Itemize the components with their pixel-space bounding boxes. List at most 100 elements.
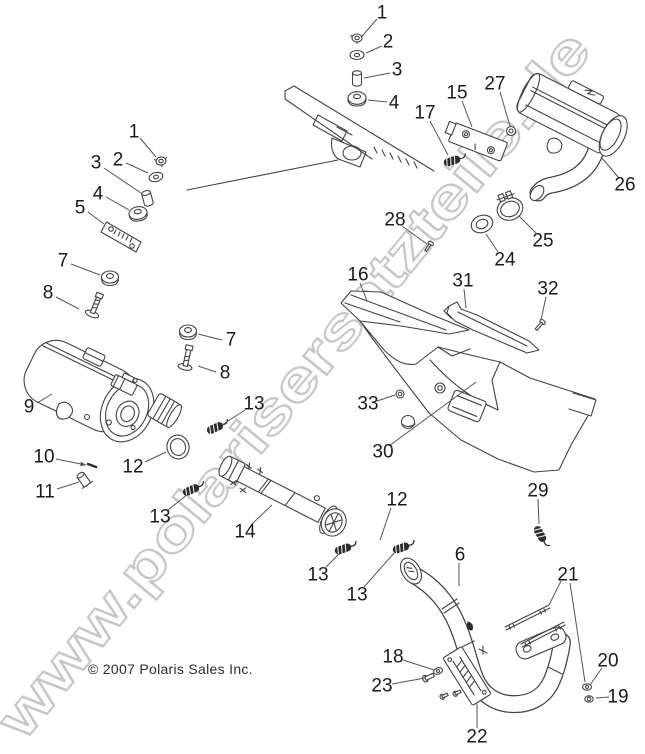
leader-line-5: [87, 211, 105, 225]
leader-line-7: [70, 263, 101, 276]
callout-1: 1: [129, 122, 140, 143]
plug-30: [400, 414, 416, 430]
leader-line-28: [401, 225, 428, 245]
leader-line-8: [197, 365, 217, 373]
callout-6: 6: [455, 545, 466, 566]
leader-line-18: [402, 659, 435, 671]
leader-line-9: [36, 393, 53, 404]
callout-20: 20: [597, 651, 618, 672]
leader-line-3: [363, 72, 391, 79]
callout-14: 14: [234, 522, 256, 543]
callout-2: 2: [113, 150, 124, 171]
callout-4: 4: [389, 93, 400, 114]
left-mount-hardware: [84, 155, 169, 319]
bolt-8b: [177, 344, 194, 371]
callout-17: 17: [414, 103, 435, 124]
pin-10: [86, 462, 98, 469]
leader-line-30: [388, 381, 477, 447]
leader-line-25: [518, 215, 537, 234]
callout-23: 23: [371, 676, 392, 697]
callout-33: 33: [357, 394, 378, 415]
callout-12: 12: [386, 490, 407, 511]
callout-32: 32: [537, 279, 558, 300]
leader-line-33: [376, 394, 396, 402]
callout-13: 13: [243, 394, 264, 415]
clamp-25: [496, 190, 524, 221]
leader-line-3: [103, 167, 142, 194]
callout-27: 27: [484, 74, 505, 95]
screw-28: [424, 240, 434, 253]
leader-line-7: [197, 333, 223, 341]
spring-13d: [391, 538, 418, 556]
leader-line-1: [139, 137, 157, 158]
leader-line-21: [569, 582, 586, 683]
leader-line-17: [429, 120, 449, 156]
callout-13: 13: [346, 585, 367, 606]
screw-b: [452, 689, 462, 697]
frame-sketch: [186, 85, 435, 191]
leader-line-12: [144, 451, 167, 463]
copyright-text: © 2007 Polaris Sales Inc.: [88, 661, 253, 677]
pipe-intermediate: [218, 455, 347, 537]
bushing-7a: [100, 270, 120, 287]
leader-line-13: [167, 493, 189, 511]
callout-28: 28: [384, 210, 405, 231]
screw-a: [439, 692, 449, 700]
leader-line-19: [595, 696, 610, 699]
spring-13c: [333, 539, 360, 557]
outlet-coupler: [147, 393, 183, 428]
leader-line-11: [56, 481, 80, 490]
hanger-loop: [55, 401, 73, 420]
callout-25: 25: [532, 231, 553, 252]
callout-10: 10: [33, 447, 54, 468]
callout-24: 24: [494, 250, 516, 271]
callout-1: 1: [377, 3, 388, 24]
fitting-11: [76, 471, 93, 489]
callout-18: 18: [382, 647, 403, 668]
washer-part: [349, 49, 365, 61]
callout-8: 8: [43, 283, 54, 304]
leader-line-32: [540, 296, 547, 321]
callout-13: 13: [307, 565, 328, 586]
nut-part: [350, 33, 364, 45]
nut-33: [395, 389, 405, 399]
bracket-plate-5: [100, 221, 142, 253]
callout-3: 3: [392, 60, 403, 81]
leader-line-2: [365, 45, 383, 54]
heat-shield-large: [340, 290, 597, 473]
bolt-23: [422, 672, 435, 683]
callout-9: 9: [24, 397, 35, 418]
callout-7: 7: [226, 330, 237, 351]
callout-12: 12: [122, 457, 143, 478]
leader-line-29: [537, 498, 540, 525]
leader-line-16: [359, 282, 368, 302]
leader-line-8: [55, 296, 80, 310]
callout-5: 5: [75, 198, 86, 219]
leader-line-13: [363, 551, 396, 588]
leader-line-13: [221, 409, 246, 426]
spring-29: [531, 524, 552, 550]
bracket-15: [444, 120, 508, 162]
washer-20: [581, 683, 593, 691]
callout-7: 7: [58, 251, 69, 272]
nut-27: [505, 125, 517, 137]
callout-8: 8: [220, 363, 231, 384]
muffler-tab: [82, 347, 106, 367]
nut-19: [584, 695, 594, 703]
spacer-part: [351, 70, 363, 87]
screw-32: [534, 318, 546, 331]
heat-shield-strip: [443, 301, 540, 354]
leader-line-14: [251, 504, 273, 525]
callout-29: 29: [527, 481, 548, 502]
bolt-8a: [84, 291, 105, 319]
callout-31: 31: [452, 271, 473, 292]
leader-line-12: [379, 507, 392, 541]
callout-3: 3: [91, 153, 102, 174]
callout-15: 15: [446, 83, 467, 104]
leader-line-1: [362, 18, 378, 36]
bushing-7b: [178, 324, 198, 341]
leader-line-24: [485, 233, 499, 253]
muffler-right: [516, 72, 628, 202]
callout-19: 19: [607, 687, 628, 708]
